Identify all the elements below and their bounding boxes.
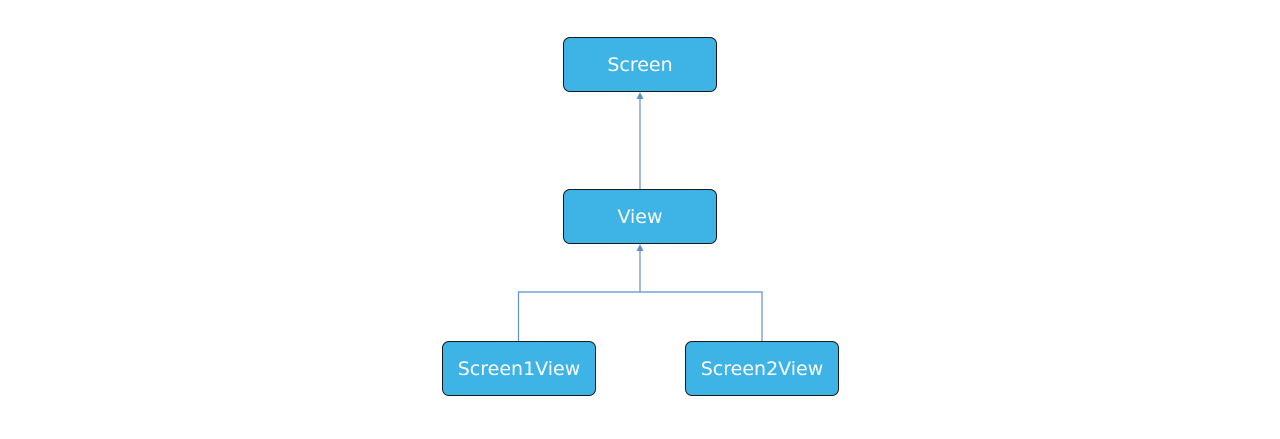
node-screen2view-label: Screen2View [700, 357, 824, 380]
edge-screen2view-to-view [640, 291, 763, 341]
arrowhead-screen [636, 92, 644, 99]
node-screen: Screen [563, 37, 717, 92]
node-view: View [563, 189, 717, 244]
node-screen1view-label: Screen1View [457, 357, 581, 380]
node-view-label: View [617, 205, 663, 228]
node-screen-label: Screen [607, 53, 673, 76]
edge-screen1view-to-view [517, 291, 640, 341]
arrowhead-view [636, 244, 644, 251]
node-screen2view: Screen2View [685, 341, 839, 396]
node-screen1view: Screen1View [442, 341, 596, 396]
